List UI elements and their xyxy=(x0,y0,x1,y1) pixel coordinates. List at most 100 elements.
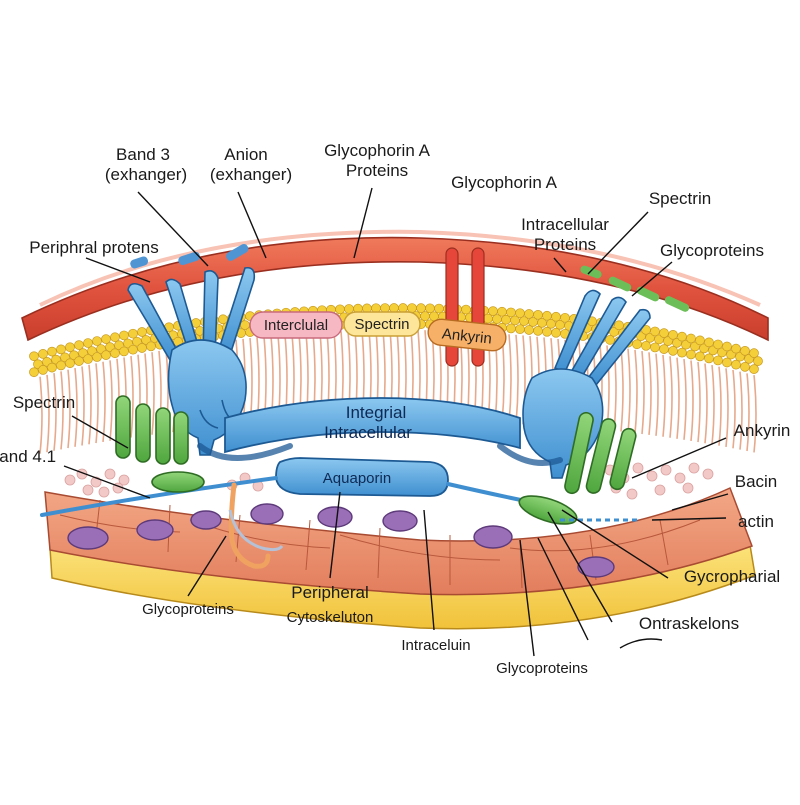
lipid-head xyxy=(434,303,444,314)
lipid-tail xyxy=(515,334,519,425)
lipid-tail xyxy=(627,348,631,433)
lipid-head xyxy=(488,306,498,316)
lipid-head xyxy=(722,341,732,352)
lipid-head xyxy=(551,311,561,322)
integrial-connector xyxy=(197,443,563,466)
label-peripheral-line2: Cytoskeluton xyxy=(287,609,374,626)
lipid-tail xyxy=(732,369,736,449)
aquaporin-label: Aquaporin xyxy=(323,470,391,487)
lipid-tail xyxy=(151,352,155,435)
label-ontraskelons: Ontraskelons xyxy=(639,614,739,633)
lipid-head xyxy=(47,346,57,357)
lipid-head xyxy=(425,303,435,314)
lipid-head xyxy=(542,326,552,337)
lipid-head xyxy=(218,314,228,325)
pill-interclulal-text: Interclulal xyxy=(264,317,328,334)
lipid-head xyxy=(398,303,408,313)
lipid-head xyxy=(677,331,687,342)
label-band3-line2: (exhanger) xyxy=(105,165,187,184)
lipid-tail xyxy=(739,371,743,450)
lipid-tail xyxy=(746,373,750,452)
lipid-tail xyxy=(753,375,757,453)
lipid-head xyxy=(407,303,417,313)
label-intracellular-proteins-line1: Intracellular xyxy=(521,215,609,234)
lipid-head xyxy=(695,351,705,362)
lipid-tail xyxy=(130,355,134,438)
lipid-tail xyxy=(508,334,512,424)
lipid-head xyxy=(128,344,138,355)
lipid-head xyxy=(749,348,759,358)
lipid-head xyxy=(668,345,678,356)
lipid-head xyxy=(614,320,624,331)
lipid-head xyxy=(542,310,552,321)
lipid-tail xyxy=(725,368,729,448)
pill-spectrin-text: Spectrin xyxy=(354,316,409,333)
label-periphral-protens: Periphral protens xyxy=(29,238,158,257)
integrial-line-2: Intracellular xyxy=(324,423,412,442)
lipid-tail xyxy=(641,351,645,435)
lipid-head xyxy=(56,360,66,371)
lipid-head xyxy=(650,342,660,353)
lipid-tail xyxy=(102,361,106,442)
lipid-head xyxy=(524,309,534,319)
lipid-head xyxy=(632,339,642,350)
lipid-head xyxy=(533,310,543,320)
lipid-tail xyxy=(697,361,701,443)
lipid-head xyxy=(515,308,525,319)
label-ankyrin-right: Ankyrin xyxy=(734,421,791,440)
lipid-head xyxy=(101,350,111,360)
lipid-head xyxy=(101,334,111,344)
lipid-head xyxy=(659,344,669,354)
lipid-head xyxy=(713,355,723,366)
lipid-head xyxy=(335,304,345,315)
lipid-tail xyxy=(74,367,78,447)
lipid-head xyxy=(47,362,57,373)
lipid-tail xyxy=(634,349,638,434)
lipid-head xyxy=(524,325,534,335)
lipid-head xyxy=(389,303,399,313)
lipid-tail xyxy=(109,360,113,441)
lipid-head xyxy=(515,324,525,335)
lipid-tail xyxy=(88,364,92,445)
lipid-tail xyxy=(95,363,99,444)
lipid-head xyxy=(74,356,84,366)
lipid-head xyxy=(137,343,147,353)
lipid-tail xyxy=(711,364,715,445)
label-peripheral-line1: Peripheral xyxy=(291,583,369,602)
lipid-head xyxy=(677,347,687,358)
lipid-head xyxy=(713,339,723,350)
lipid-tail xyxy=(60,371,64,450)
lipid-head xyxy=(497,306,507,317)
lipid-head xyxy=(416,303,426,314)
label-glycophorin-a-proteins-line2: Proteins xyxy=(346,161,408,180)
lipid-head xyxy=(659,328,669,338)
lipid-head xyxy=(704,337,714,348)
integrial-line-1: Integrial xyxy=(346,403,406,422)
lipid-head xyxy=(119,330,129,341)
cytoskeleton-fiber-2 xyxy=(228,509,284,552)
lipid-head xyxy=(749,364,759,374)
label-glycoproteins-top: Glycoproteins xyxy=(660,241,764,260)
label-band41: Band 4.1 xyxy=(0,447,56,466)
lipid-head xyxy=(92,352,102,362)
lipid-tail xyxy=(662,354,666,437)
lipid-head xyxy=(686,333,696,344)
lipid-tail xyxy=(620,347,624,432)
lipid-head xyxy=(533,326,543,336)
label-band3-line1: Band 3 xyxy=(116,145,170,164)
lipid-head xyxy=(506,323,516,334)
lipid-head xyxy=(38,349,48,359)
lipid-head xyxy=(740,362,750,372)
cytoskeleton-tissue-layer xyxy=(44,486,753,596)
lipid-head xyxy=(551,327,561,338)
lipid-tail xyxy=(39,376,43,454)
lipid-tail xyxy=(46,374,50,453)
label-actin: actin xyxy=(738,512,774,531)
lipid-head xyxy=(461,304,471,315)
lipid-head xyxy=(380,303,390,313)
lipid-head xyxy=(668,329,678,340)
label-glycophorin-a: Glycophorin A xyxy=(451,173,557,192)
label-anion-line1: Anion xyxy=(224,145,267,164)
